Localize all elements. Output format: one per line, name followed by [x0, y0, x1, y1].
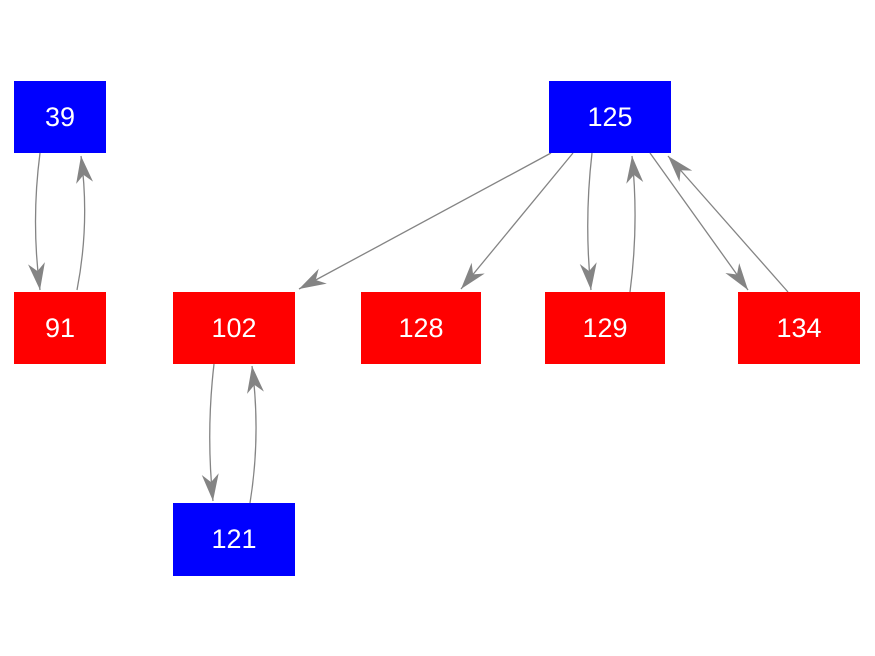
arrowhead-125-102: [299, 268, 327, 289]
edge-125-128: [460, 152, 574, 290]
node-label: 134: [776, 312, 822, 343]
arrowhead-129-125: [626, 156, 644, 184]
node-label: 128: [398, 312, 444, 343]
node-134[interactable]: 134: [738, 292, 860, 364]
node-102[interactable]: 102: [173, 292, 295, 364]
arrowhead-121-102: [247, 366, 264, 394]
node-128[interactable]: 128: [361, 292, 481, 364]
node-label: 121: [211, 524, 257, 554]
arrowhead-39-91: [28, 262, 45, 290]
node-label: 129: [582, 312, 628, 343]
node-129[interactable]: 129: [545, 292, 665, 364]
edge-125-134: [649, 152, 749, 291]
arrowhead-125-129: [579, 262, 597, 290]
node-125[interactable]: 125: [549, 81, 671, 153]
node-121[interactable]: 121: [173, 503, 295, 576]
node-label: 39: [44, 101, 76, 132]
arrowhead-102-121: [201, 473, 219, 501]
arrowhead-134-125: [668, 156, 693, 182]
node-39[interactable]: 39: [14, 81, 106, 153]
node-label: 102: [211, 312, 257, 343]
arrowhead-125-128: [461, 262, 485, 289]
edge-125-102: [298, 152, 552, 290]
edge-134-125: [667, 155, 789, 293]
arrowhead-91-39: [76, 156, 94, 184]
arrowhead-125-134: [725, 263, 748, 290]
node-label: 91: [44, 312, 76, 343]
node-91[interactable]: 91: [14, 292, 106, 364]
node-label: 125: [587, 101, 633, 132]
